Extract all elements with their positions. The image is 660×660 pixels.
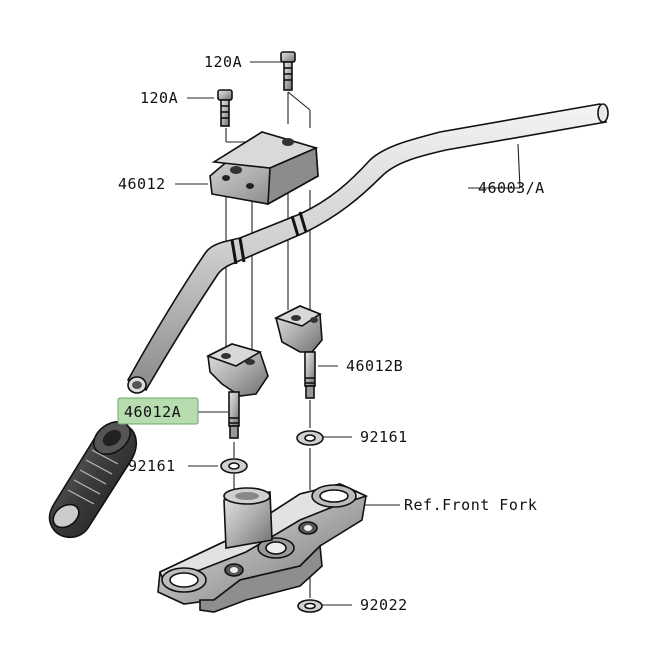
bolt-lower — [217, 89, 233, 127]
label-bolt-upper[interactable]: 120A — [204, 53, 242, 71]
label-bolt-lower[interactable]: 120A — [140, 89, 178, 107]
part-highlight-box — [117, 397, 199, 425]
label-front-fork-ref[interactable]: Ref.Front Fork — [404, 496, 537, 514]
label-washer-left[interactable]: 92161 — [128, 457, 176, 475]
label-right-holder[interactable]: 46012B — [346, 357, 403, 375]
label-washer-right[interactable]: 92161 — [360, 428, 408, 446]
bolt-upper — [280, 51, 296, 91]
washer-bottom — [297, 599, 323, 613]
handlebar — [126, 103, 609, 394]
part-labels: 120A 120A 46012 46003/A 46012B 46012A 92… — [118, 53, 545, 614]
washer-right — [296, 430, 324, 446]
label-bottom-washer[interactable]: 92022 — [360, 596, 408, 614]
label-left-holder[interactable]: 46012A — [124, 403, 181, 421]
handlebar-grip — [48, 420, 138, 539]
label-upper-clamp[interactable]: 46012 — [118, 175, 166, 193]
steering-stem — [157, 483, 369, 613]
left-holder — [205, 343, 269, 439]
right-holder — [273, 305, 323, 399]
upper-clamp — [209, 131, 319, 206]
washer-left — [220, 458, 248, 474]
label-handlebar[interactable]: 46003/A — [478, 179, 545, 197]
